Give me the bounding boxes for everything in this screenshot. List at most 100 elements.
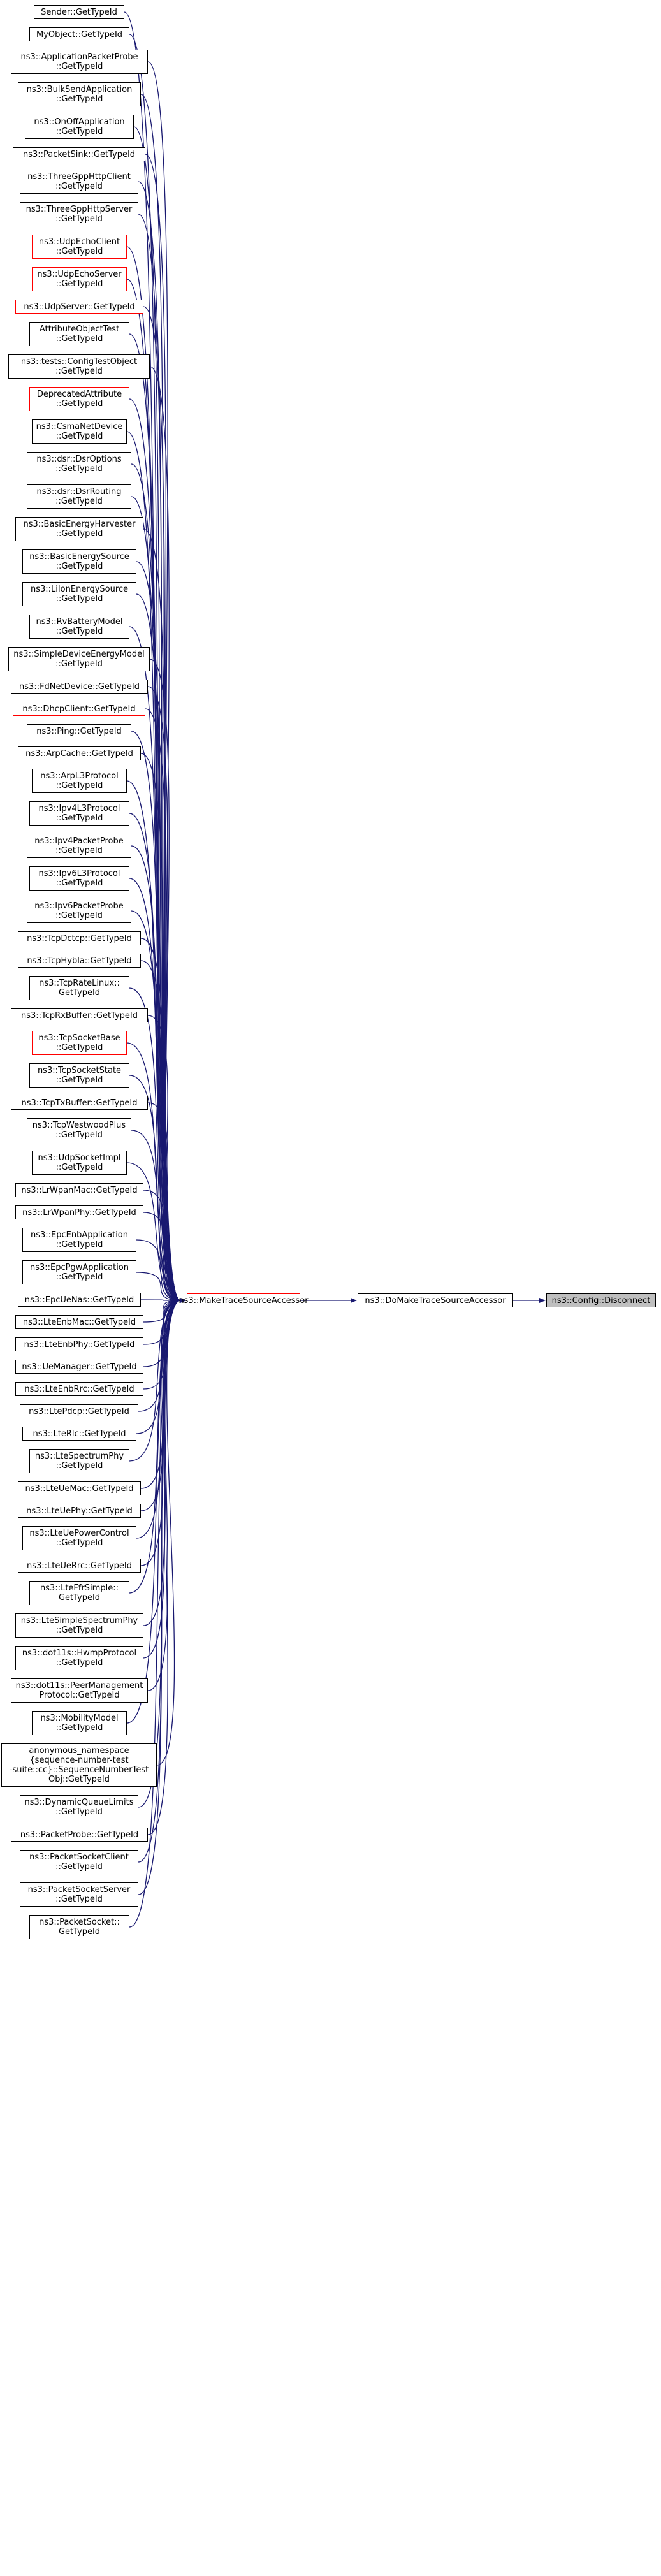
caller-to-hub-edge [131,1130,186,1303]
caller-node[interactable]: ns3::FdNetDevice::GetTypeId [11,680,148,694]
node-label-line: ns3::LrWpanPhy::GetTypeId [22,1207,136,1218]
node-label-line: ::GetTypeId [55,529,103,539]
caller-node[interactable]: ns3::DynamicQueueLimits::GetTypeId [20,1795,138,1819]
caller-node[interactable]: ns3::MobilityModel::GetTypeId [32,1711,127,1735]
node-label-line: ns3::DoMakeTraceSourceAccessor [365,1295,506,1306]
caller-node[interactable]: ns3::LteEnbPhy::GetTypeId [15,1337,143,1351]
node-label-line: ns3::PacketSink::GetTypeId [22,149,136,159]
caller-node[interactable]: ns3::Ipv6L3Protocol::GetTypeId [29,866,129,891]
node-label-line: ns3::LteEnbRrc::GetTypeId [24,1384,134,1394]
node-label-line: ns3::LteUeMac::GetTypeId [25,1483,134,1494]
caller-node[interactable]: ns3::LteFfrSimple::GetTypeId [29,1581,129,1605]
caller-node[interactable]: ns3::PacketSocketClient::GetTypeId [20,1850,138,1874]
caller-node[interactable]: ns3::OnOffApplication::GetTypeId [25,115,134,139]
caller-node[interactable]: ns3::LtePdcp::GetTypeId [20,1404,138,1418]
node-label-line: ns3::TcpRxBuffer::GetTypeId [20,1010,138,1021]
caller-node[interactable]: ns3::UdpEchoClient::GetTypeId [32,235,127,259]
caller-to-hub-edge [140,753,186,1303]
node-label-line: ::GetTypeId [55,1163,103,1172]
node-label-line: ns3::BasicEnergySource [29,552,129,562]
caller-node[interactable]: ns3::TcpWestwoodPlus::GetTypeId [27,1118,131,1142]
node-label-line: ns3::ThreeGppHttpClient [27,172,131,182]
caller-node[interactable]: ns3::PacketSocketServer::GetTypeId [20,1882,138,1907]
caller-node[interactable]: ns3::LteUePowerControl::GetTypeId [22,1526,136,1550]
caller-node[interactable]: ns3::TcpRateLinux::GetTypeId [29,976,129,1000]
caller-node[interactable]: anonymous_namespace{sequence-number-test… [1,1743,157,1787]
caller-node[interactable]: ns3::Ipv4PacketProbe::GetTypeId [27,834,131,858]
caller-node[interactable]: ns3::ApplicationPacketProbe::GetTypeId [11,50,148,74]
caller-node[interactable]: ns3::LteUePhy::GetTypeId [18,1504,141,1518]
caller-node[interactable]: ns3::EpcUeNas::GetTypeId [18,1293,141,1307]
caller-node[interactable]: ns3::CsmaNetDevice::GetTypeId [32,419,127,444]
node-label-line: ns3::EpcEnbApplication [31,1230,128,1240]
caller-to-hub-edge [129,1075,186,1303]
caller-node[interactable]: ns3::Ipv4L3Protocol::GetTypeId [29,801,129,826]
caller-node[interactable]: ns3::UeManager::GetTypeId [15,1360,143,1374]
caller-node[interactable]: ns3::LteSimpleSpectrumPhy::GetTypeId [15,1613,143,1638]
caller-node[interactable]: ns3::TcpTxBuffer::GetTypeId [11,1096,148,1110]
node-label-line: ns3::UeManager::GetTypeId [22,1362,137,1372]
caller-node[interactable]: ns3::LteUeMac::GetTypeId [18,1481,141,1495]
caller-node[interactable]: AttributeObjectTest::GetTypeId [29,322,129,346]
caller-node[interactable]: ns3::LteEnbRrc::GetTypeId [15,1382,143,1396]
node-label-line: ::GetTypeId [55,911,103,921]
caller-node[interactable]: ns3::dsr::DsrOptions::GetTypeId [27,452,131,476]
caller-node[interactable]: ns3::SimpleDeviceEnergyModel::GetTypeId [8,647,150,671]
node-label-line: ::GetTypeId [55,367,103,376]
caller-node[interactable]: ns3::DhcpClient::GetTypeId [13,702,145,716]
node-label-line: ns3::OnOffApplication [34,117,125,127]
caller-node[interactable]: ns3::PacketProbe::GetTypeId [11,1828,148,1842]
caller-node[interactable]: ns3::LteEnbMac::GetTypeId [15,1315,143,1329]
caller-node[interactable]: ns3::EpcPgwApplication::GetTypeId [22,1260,136,1284]
caller-node[interactable]: ns3::UdpSocketImpl::GetTypeId [32,1151,127,1175]
caller-node[interactable]: ns3::TcpSocketBase::GetTypeId [32,1031,127,1055]
caller-to-hub-edge [131,845,186,1303]
caller-node[interactable]: ns3::TcpSocketState::GetTypeId [29,1063,129,1088]
caller-node[interactable]: ns3::PacketSocket::GetTypeId [29,1915,129,1939]
caller-node[interactable]: ns3::ThreeGppHttpClient::GetTypeId [20,170,138,194]
node-label-line: ns3::ArpCache::GetTypeId [25,748,133,759]
caller-node[interactable]: ns3::BulkSendApplication::GetTypeId [18,82,141,106]
hub-node-make-trace-source-accessor[interactable]: ns3::MakeTraceSourceAccessor [178,1293,309,1307]
caller-node[interactable]: ns3::RvBatteryModel::GetTypeId [29,615,129,639]
caller-node[interactable]: ns3::LiIonEnergySource::GetTypeId [22,582,136,606]
caller-node[interactable]: ns3::LrWpanMac::GetTypeId [15,1183,143,1197]
caller-node[interactable]: ns3::LteUeRrc::GetTypeId [18,1559,141,1573]
caller-node[interactable]: ns3::UdpEchoServer::GetTypeId [32,267,127,291]
caller-node[interactable]: ns3::BasicEnergyHarvester::GetTypeId [15,517,143,541]
caller-node[interactable]: ns3::TcpHybla::GetTypeId [18,954,141,968]
caller-node[interactable]: ns3::EpcEnbApplication::GetTypeId [22,1228,136,1252]
caller-node[interactable]: ns3::Ping::GetTypeId [27,724,131,738]
node-label-line: ns3::Ipv6L3Protocol [38,869,120,878]
caller-node[interactable]: Sender::GetTypeId [34,5,124,19]
caller-to-hub-edge [138,1298,186,1808]
caller-node[interactable]: DeprecatedAttribute::GetTypeId [29,387,129,411]
caller-node[interactable]: ns3::Ipv6PacketProbe::GetTypeId [27,899,131,923]
caller-node[interactable]: ns3::LteSpectrumPhy::GetTypeId [29,1449,129,1473]
node-label-line: ns3::TcpSocketBase [38,1033,120,1043]
caller-node[interactable]: MyObject::GetTypeId [29,27,129,41]
caller-node[interactable]: ns3::ArpCache::GetTypeId [18,746,141,760]
caller-node[interactable]: ns3::dsr::DsrRouting::GetTypeId [27,484,131,509]
caller-node[interactable]: ns3::ArpL3Protocol::GetTypeId [32,769,127,793]
node-label-line: ns3::LteSpectrumPhy [34,1452,124,1461]
node-label-line: ns3::EpcPgwApplication [29,1263,129,1272]
caller-node[interactable]: ns3::TcpRxBuffer::GetTypeId [11,1008,148,1022]
caller-node[interactable]: ns3::LrWpanPhy::GetTypeId [15,1205,143,1219]
node-label-line: ns3::UdpEchoClient [38,237,120,247]
node-label-line: ns3::ApplicationPacketProbe [20,52,138,62]
node-label-line: ::GetTypeId [55,1075,103,1085]
caller-node[interactable]: ns3::TcpDctcp::GetTypeId [18,931,141,945]
caller-to-hub-edge [126,780,186,1303]
node-label-line: ns3::ThreeGppHttpServer [25,205,133,214]
caller-node[interactable]: ns3::tests::ConfigTestObject::GetTypeId [8,354,150,379]
caller-node[interactable]: ns3::PacketSink::GetTypeId [13,147,145,161]
caller-node[interactable]: ns3::LteRlc::GetTypeId [22,1427,136,1441]
caller-node[interactable]: ns3::UdpServer::GetTypeId [15,300,143,314]
caller-node[interactable]: ns3::dot11s::HwmpProtocol::GetTypeId [15,1646,143,1670]
node-label-line: ns3::PacketProbe::GetTypeId [20,1830,139,1840]
caller-node[interactable]: ns3::ThreeGppHttpServer::GetTypeId [20,202,138,226]
caller-node[interactable]: ns3::BasicEnergySource::GetTypeId [22,549,136,574]
middle-node-do-make-trace-source-accessor[interactable]: ns3::DoMakeTraceSourceAccessor [358,1293,513,1307]
